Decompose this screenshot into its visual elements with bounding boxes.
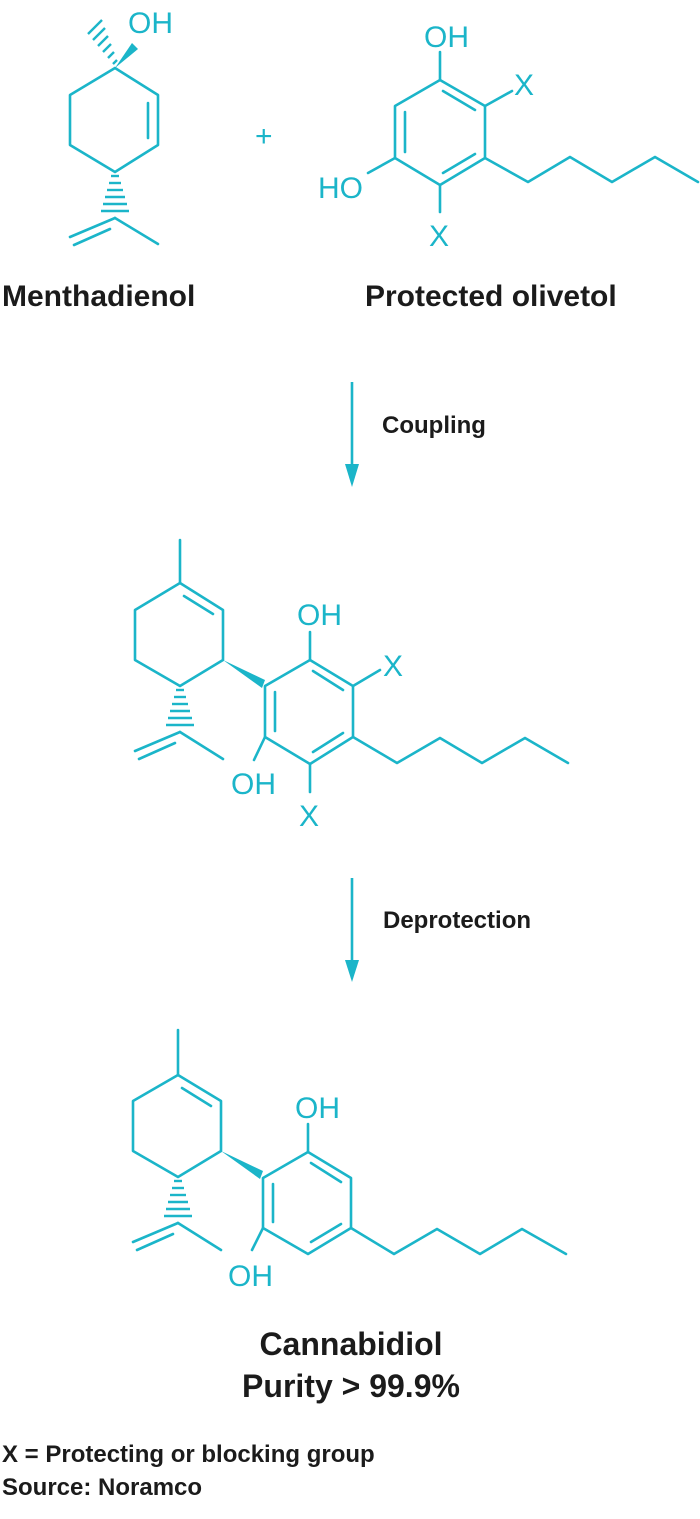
isopropenyl-double-bond	[68, 216, 117, 239]
cannabidiol-isopropenyl-hashed-bond	[164, 1179, 192, 1218]
methyl-hashed-bond	[87, 19, 118, 65]
isopropenyl-hashed-bond	[101, 174, 129, 213]
intermediate-oh-top-label: OH	[297, 599, 342, 632]
menthadienol-structure: OH	[68, 7, 173, 247]
olivetol-x-bottom-label: X	[429, 220, 449, 253]
intermediate-pentyl-chain	[351, 735, 570, 765]
olivetol-ring	[393, 78, 487, 187]
olivetol-ho-label: HO	[318, 172, 363, 205]
cannabidiol-cyclohexene-ring	[131, 1073, 223, 1179]
intermediate-aryl-wedge	[223, 660, 265, 688]
olivetol-ho-bond	[366, 156, 397, 175]
cannabidiol-structure: OH OH	[131, 1028, 568, 1293]
olivetol-pentyl-chain	[483, 155, 700, 184]
deprotection-step-label: Deprotection	[383, 907, 531, 934]
cannabidiol-oh-top-label: OH	[295, 1092, 340, 1125]
cannabidiol-aromatic-ring	[261, 1150, 353, 1256]
olivetol-oh-label: OH	[424, 21, 469, 54]
intermediate-cyclohexene-ring	[133, 581, 225, 688]
intermediate-x-bottom-label: X	[299, 800, 319, 833]
olivetol-x-right-label: X	[514, 69, 534, 102]
source-credit: Source: Noramco	[2, 1474, 202, 1501]
intermediate-aromatic-ring	[263, 658, 355, 766]
coupling-step-label: Coupling	[382, 412, 486, 439]
coupling-arrow	[345, 382, 359, 487]
protected-olivetol-structure: OH HO X X	[318, 21, 700, 253]
intermediate-x-right-label: X	[383, 650, 403, 683]
intermediate-oh-bottom-label: OH	[231, 768, 276, 801]
cannabidiol-aryl-wedge	[221, 1151, 263, 1179]
intermediate-structure: OH OH X X	[133, 538, 570, 833]
isopropenyl-methyl-bond	[113, 216, 160, 246]
oh-wedge-bond	[115, 43, 138, 68]
protecting-group-legend: X = Protecting or blocking group	[2, 1441, 375, 1468]
plus-sign: +	[255, 120, 273, 153]
purity-label: Purity > 99.9%	[242, 1368, 460, 1404]
deprotection-arrow	[345, 878, 359, 982]
cannabidiol-name: Cannabidiol	[259, 1326, 442, 1362]
cannabidiol-pentyl-chain	[349, 1226, 568, 1256]
menthadienol-oh-label: OH	[128, 7, 173, 40]
menthadienol-name: Menthadienol	[2, 280, 195, 313]
menthadienol-ring	[68, 66, 160, 174]
protected-olivetol-name: Protected olivetol	[365, 280, 617, 313]
intermediate-isopropenyl-hashed-bond	[166, 688, 194, 727]
olivetol-x-right-bond	[483, 89, 514, 108]
cannabidiol-oh-bottom-label: OH	[228, 1260, 273, 1293]
